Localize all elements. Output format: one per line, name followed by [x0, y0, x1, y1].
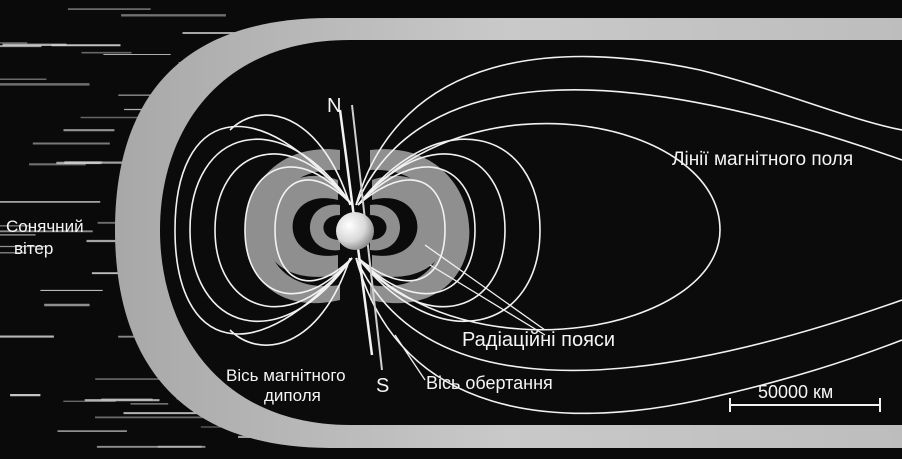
belt-leader-line: [429, 264, 546, 336]
inner-belt-left: [310, 204, 340, 251]
radiation-belts: [244, 149, 470, 304]
magnetosphere-interior: [160, 40, 902, 425]
field-line: [357, 166, 476, 295]
field-line: [357, 153, 506, 308]
outer-belt-left: [262, 175, 338, 277]
field-line: [174, 125, 353, 335]
outer-belt-right-2: [370, 149, 470, 304]
leader-lines: [394, 244, 546, 381]
solar-wind-label-line1: Сонячний: [6, 217, 84, 236]
field-lines-label: Лінії магнітного поля: [672, 149, 853, 170]
inner-belt-right: [370, 204, 400, 251]
outer-belt-left-2: [244, 149, 340, 304]
earth: [336, 212, 374, 250]
outer-belt-right: [372, 175, 448, 277]
field-line: [357, 138, 541, 323]
field-line: [355, 89, 902, 206]
field-line: [274, 179, 353, 282]
belt-leader-line: [424, 244, 546, 331]
field-line: [229, 114, 351, 206]
rotation-axis-label: Вісь обертання: [426, 373, 553, 393]
field-line: [355, 257, 902, 372]
field-line: [357, 179, 446, 282]
north-label: N: [327, 95, 341, 117]
field-line: [229, 257, 351, 346]
scale-bar: [729, 398, 881, 412]
magnetic-field-lines: [174, 55, 902, 415]
scale-bar-label: 50000 км: [758, 382, 833, 402]
dipole-axis-label-line2: диполя: [264, 386, 321, 405]
field-line: [189, 138, 353, 323]
field-line: [244, 166, 353, 295]
rotation-leader-line: [394, 334, 426, 381]
field-line: [355, 257, 902, 415]
field-line: [357, 122, 721, 331]
field-line: [214, 153, 353, 308]
dipole-axis-label-line1: Вісь магнітного: [226, 366, 346, 385]
field-line: [355, 55, 902, 206]
solar-wind-label-line2: вітер: [14, 239, 53, 258]
south-label: S: [376, 375, 389, 397]
radiation-belts-label: Радіаційні пояси: [462, 329, 615, 351]
